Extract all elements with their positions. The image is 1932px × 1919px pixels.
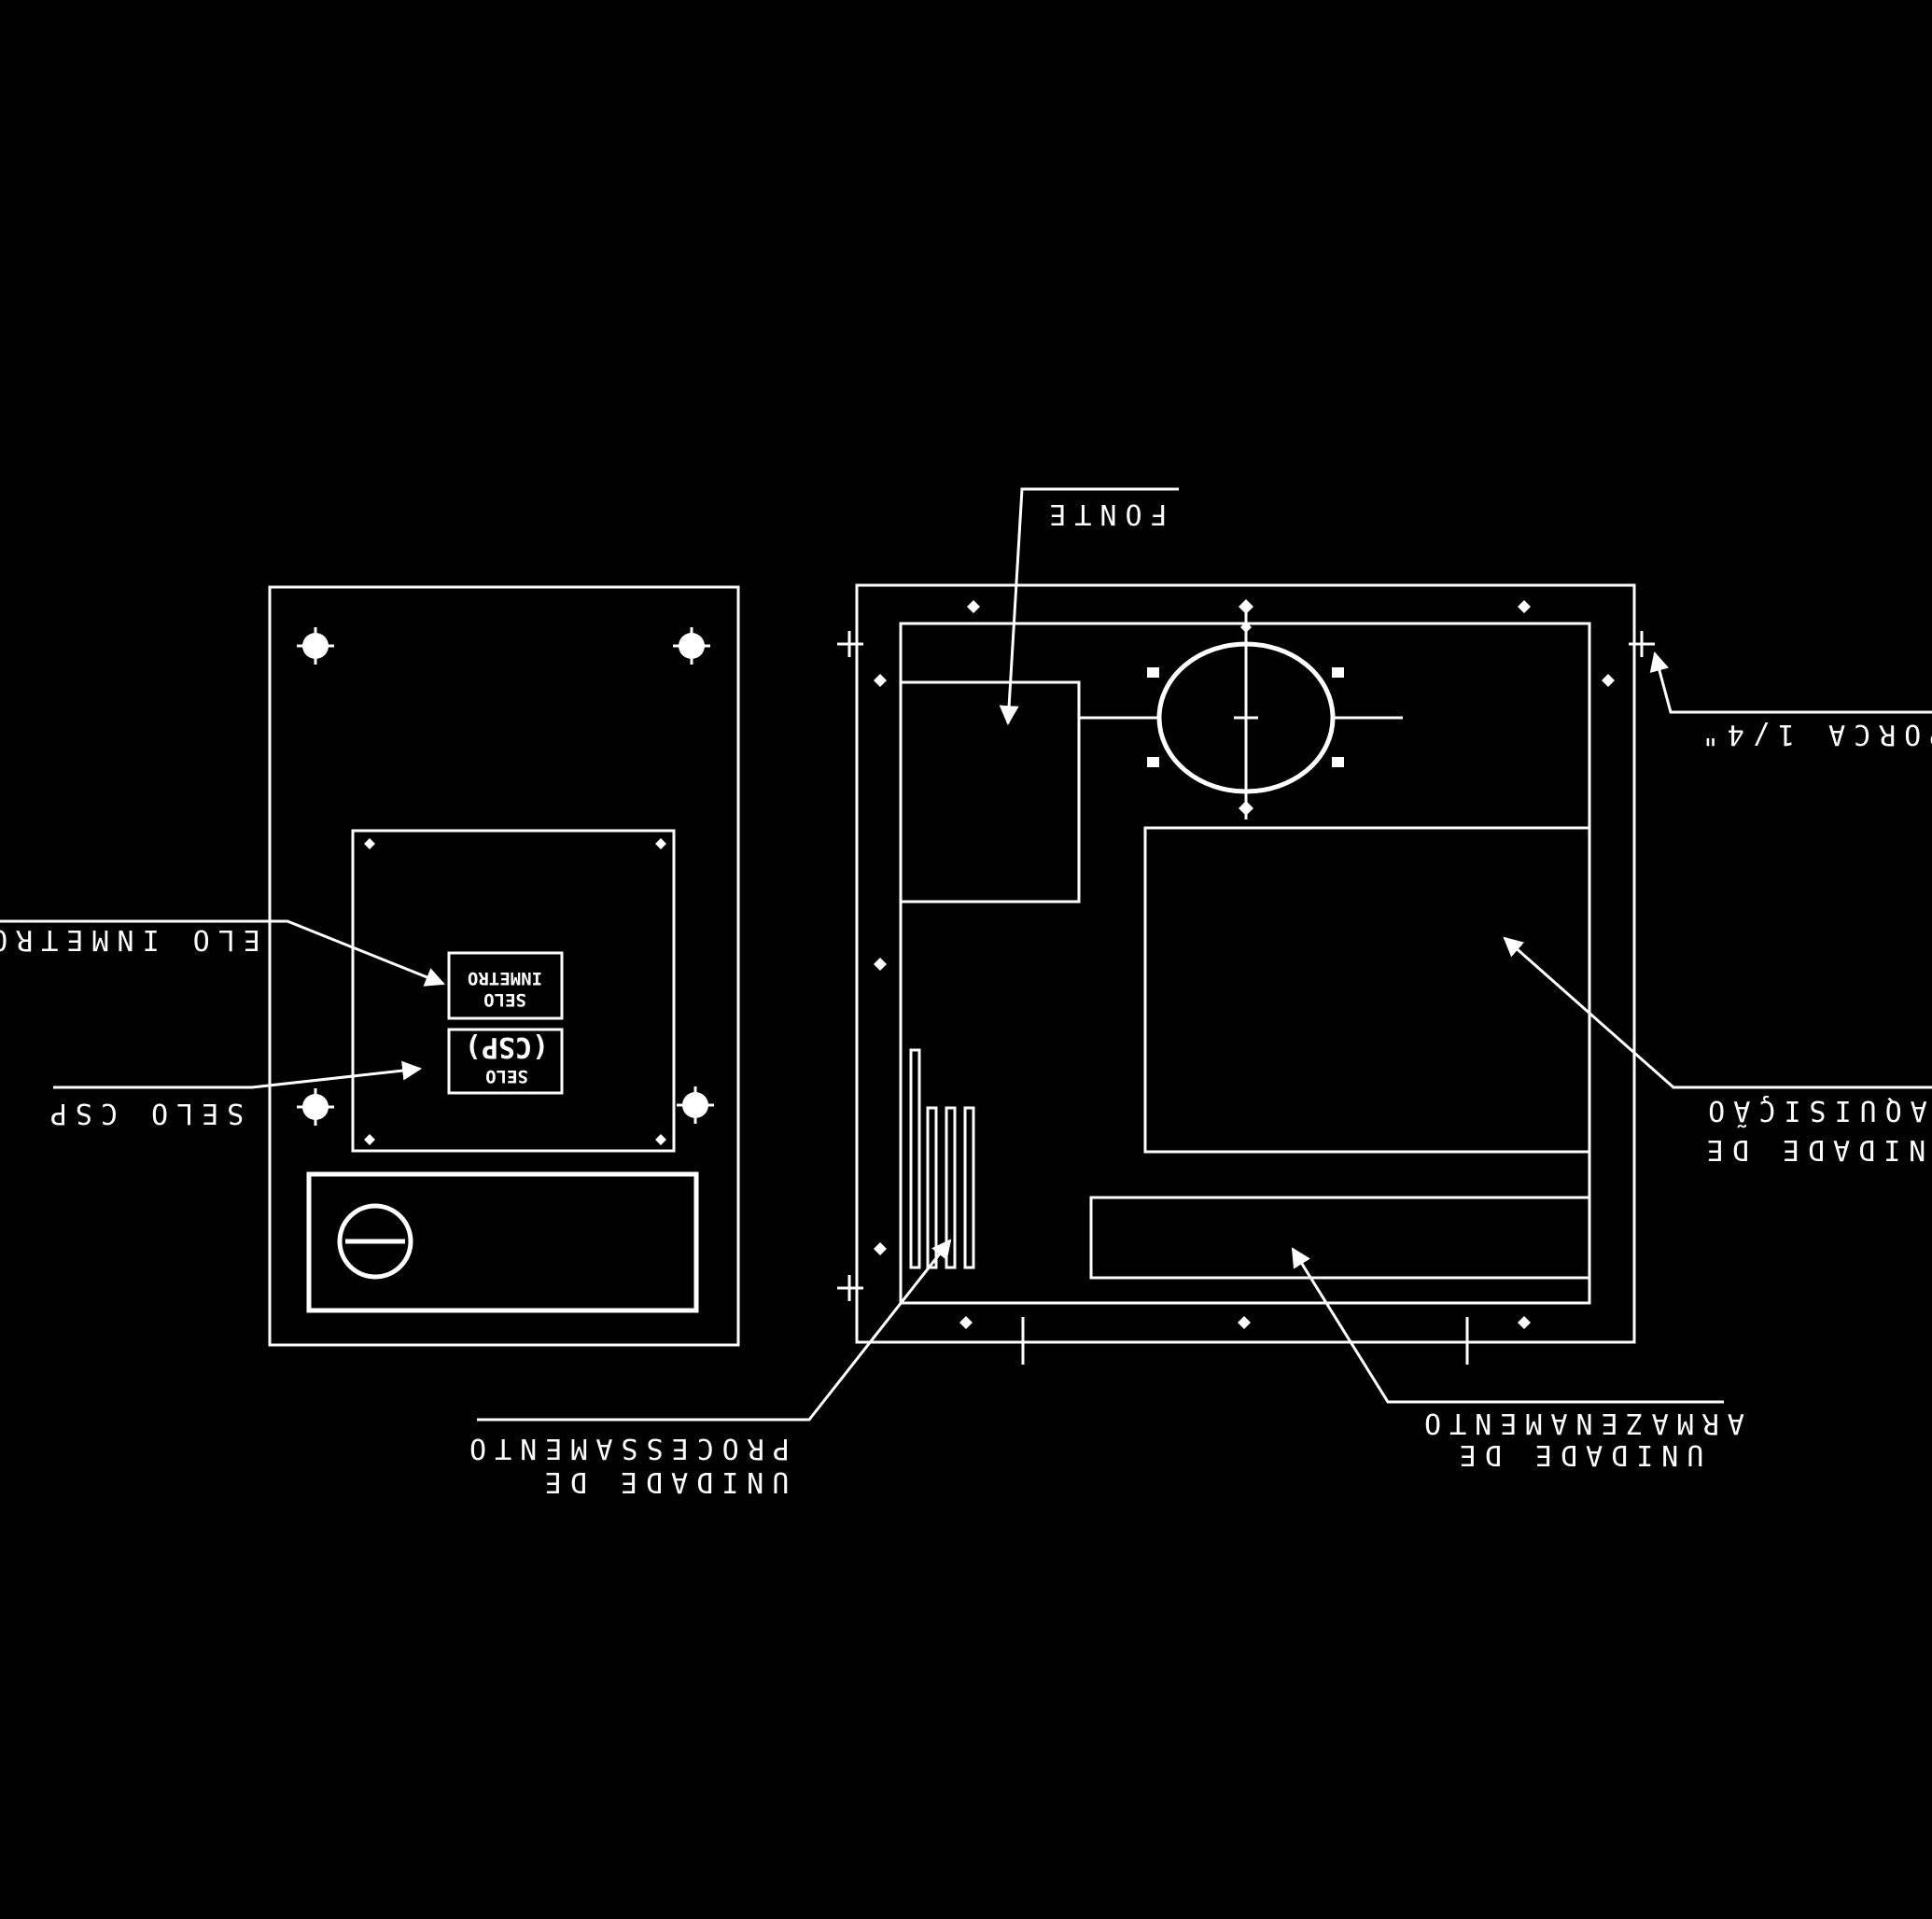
csp-seal-top-text: (CSP) — [465, 1030, 549, 1063]
seal-plate — [351, 829, 676, 1153]
inmetro-seal-top-text: INMETRO — [468, 968, 542, 988]
mounting-bolt — [297, 1088, 334, 1126]
armazenamento-callout: ARMAZENAMENTO UNIDADE DE — [1291, 1247, 1744, 1471]
fonte-label: FONTE — [1041, 497, 1167, 530]
power-supply-box — [899, 680, 1081, 903]
fan-port — [1147, 599, 1403, 819]
armazenamento-label-line2: UNIDADE DE — [1451, 1438, 1704, 1471]
porca-label: PORCA 1/4" — [1694, 718, 1932, 750]
mounting-bolt — [677, 1086, 714, 1124]
porca-callout: PORCA 1/4" — [1649, 651, 1932, 750]
inmetro-seal: INMETRO SELO — [447, 951, 564, 1020]
fonte-callout: FONTE — [999, 487, 1179, 726]
aquisicao-label-line2: UNIDADE DE — [1699, 1133, 1932, 1166]
cabinet-interior — [837, 583, 1655, 1365]
processamento-label-line2: UNIDADE DE — [537, 1465, 790, 1498]
inmetro-seal-bottom-text: SELO — [483, 989, 526, 1010]
selo-inmetro-label: ELO INMETRO — [0, 923, 260, 956]
processamento-callout: PROCESSAMENTO UNIDADE DE — [461, 1239, 952, 1498]
processing-unit-cards — [909, 1048, 975, 1269]
selo-csp-callout: SELO CSP — [42, 1060, 423, 1129]
processamento-label-line1: PROCESSAMENTO — [461, 1432, 790, 1464]
aquisicao-label-line1: AQUISIÇÃO — [1700, 1094, 1927, 1128]
lock-plate — [306, 1171, 699, 1313]
csp-seal: (CSP) SELO — [447, 1028, 564, 1095]
selo-csp-label: SELO CSP — [42, 1097, 245, 1129]
storage-unit-box — [1089, 1196, 1591, 1280]
mounting-bolt — [673, 627, 710, 665]
mounting-bolt — [297, 627, 334, 665]
acquisition-unit-box — [1143, 826, 1591, 1154]
csp-seal-bottom-text: SELO — [485, 1066, 528, 1086]
aquisicao-callout: AQUISIÇÃO UNIDADE DE — [1503, 936, 1932, 1166]
armazenamento-label-line1: ARMAZENAMENTO — [1416, 1407, 1744, 1439]
front-panel: INMETRO SELO (CSP) SELO — [268, 585, 740, 1347]
selo-inmetro-callout: ELO INMETRO — [0, 919, 445, 987]
